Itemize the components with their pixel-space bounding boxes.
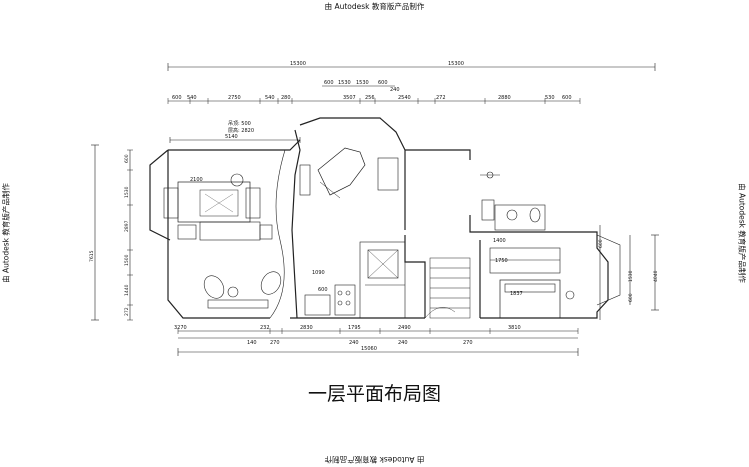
dim-bottom-total: 15060 [361, 346, 377, 352]
dim-bottom-sub-3: 240 [349, 340, 359, 346]
entrance-stairs [429, 257, 471, 319]
stair-dim-label: 1090 [312, 270, 325, 276]
dim-left-2: 1530 [124, 186, 130, 198]
dim-top-seg-7: 256 [365, 95, 375, 101]
stair-core [359, 241, 406, 319]
dim-bay-2: 1530 [338, 80, 351, 86]
dim-bottom-seg-6: 3810 [508, 325, 521, 331]
kitchen-dim-label: 600 [318, 287, 328, 293]
dim-left-4: 1500 [124, 254, 130, 266]
dim-top-seg-11: 530 [545, 95, 555, 101]
dim-right-group [599, 225, 659, 320]
dim-left-total: 7615 [89, 250, 95, 262]
bathroom-fixtures [481, 199, 546, 231]
piano-cabinet [377, 157, 399, 191]
dim-left-group [91, 144, 133, 321]
dim-bottom-sub-1: 140 [247, 340, 257, 346]
dim-bay-small: 240 [390, 87, 400, 93]
dim-left-6: 272 [124, 307, 130, 316]
dim-top-seg-6: 3507 [343, 95, 356, 101]
bedroom-furniture [489, 247, 575, 319]
dim-bottom-seg-5: 2490 [398, 325, 411, 331]
dim-left-3: 2897 [124, 220, 130, 232]
dim-top-total-2: 15300 [448, 61, 464, 67]
dim-top-seg-3: 2750 [228, 95, 241, 101]
wc-dim-label: 1400 [493, 238, 506, 244]
ceiling-curve [269, 149, 286, 319]
dim-right-2: 1530 [628, 270, 634, 282]
sofa-dim-label: 2100 [190, 177, 203, 183]
dim-top-seg-1: 600 [172, 95, 182, 101]
dim-living-width: 5140 [225, 134, 238, 140]
dim-left-1: 600 [124, 154, 130, 163]
dim-top-seg-4: 540 [265, 95, 275, 101]
dim-top-seg-8: 2540 [398, 95, 411, 101]
dim-bay-1: 600 [324, 80, 334, 86]
ceiling-drop-label: 吊顶: 500 [228, 121, 251, 127]
watermark-top: 由 Autodesk 教育版产品制作 [324, 2, 425, 11]
bay-window-right [596, 234, 621, 306]
dim-bottom-sub-4: 240 [398, 340, 408, 346]
dim-bottom-seg-3: 2830 [300, 325, 313, 331]
dim-bay-4: 600 [378, 80, 388, 86]
dim-top-seg-9: 272 [436, 95, 446, 101]
sofa-set [163, 173, 273, 241]
dim-top-group [167, 63, 656, 143]
dim-bay-3: 1530 [356, 80, 369, 86]
dim-right-3: 600 [628, 293, 634, 302]
piano [317, 147, 366, 199]
dim-bottom-sub-2: 270 [270, 340, 280, 346]
dim-right-4: 4040 [653, 270, 659, 282]
faucet-symbol [480, 171, 500, 179]
bed-dim-label: 1837 [510, 291, 523, 297]
plan-title: 一层平面布局图 [307, 383, 441, 405]
dim-bottom-seg-4: 1795 [348, 325, 361, 331]
dim-bottom-seg-2: 232 [260, 325, 270, 331]
dim-top-total-1: 15300 [290, 61, 306, 67]
kitchen-counter [304, 284, 356, 316]
dim-bottom-seg-1: 3270 [174, 325, 187, 331]
door-swing [424, 307, 456, 319]
dim-top-seg-12: 600 [562, 95, 572, 101]
dim-left-5: 1440 [124, 284, 130, 296]
dim-bottom-group [177, 328, 579, 356]
dim-right-1: 600 [598, 239, 604, 248]
armchairs [203, 271, 282, 309]
dim-top-seg-2: 540 [187, 95, 197, 101]
dim-bottom-sub-5: 270 [463, 340, 473, 346]
dim-top-seg-5: 280 [281, 95, 291, 101]
console-table [299, 164, 311, 196]
ceiling-height-label: 层高: 2820 [228, 127, 254, 134]
dim-top-seg-10: 2880 [498, 95, 511, 101]
bath-dim-label: 1750 [495, 258, 508, 264]
